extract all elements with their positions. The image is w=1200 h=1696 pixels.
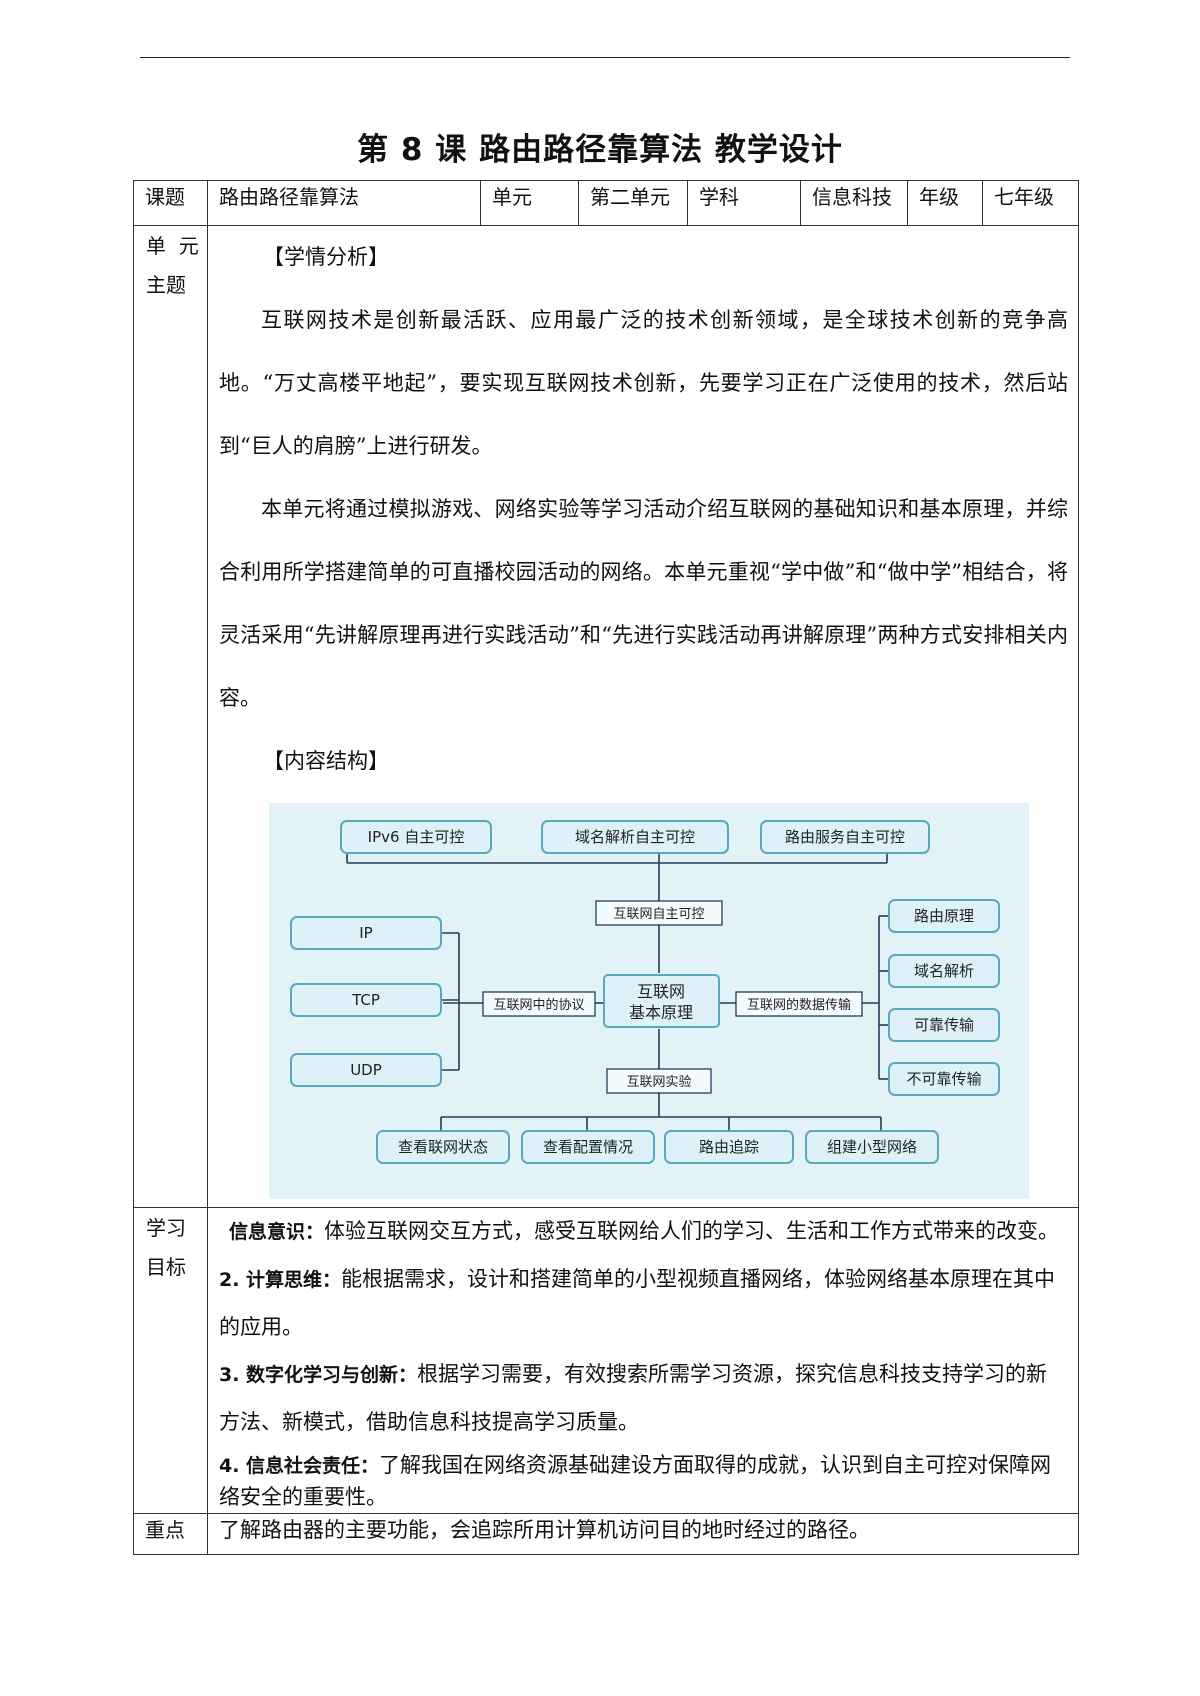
grade-value: 七年级 bbox=[982, 180, 1079, 226]
right-item: 不可靠传输 bbox=[888, 1062, 1000, 1096]
goal-1: 信息意识：体验互联网交互方式，感受互联网给人们的学习、生活和工作方式带来的改变。 bbox=[219, 1208, 1068, 1256]
diagram-connectors bbox=[346, 853, 889, 1131]
diagram-center-node: 互联网 基本原理 bbox=[603, 974, 720, 1028]
analysis-paragraph-1: 互联网技术是创新最活跃、应用最广泛的技术创新领域，是全球技术创新的竞争高地。“万… bbox=[219, 308, 1068, 458]
subject-label: 学科 bbox=[687, 180, 801, 226]
header-rule bbox=[140, 57, 1070, 58]
goals-label-line1: 学习 bbox=[146, 1216, 186, 1240]
key-point-text: 了解路由器的主要功能，会追踪所用计算机访问目的地时经过的路径。 bbox=[207, 1513, 1079, 1555]
goal-4: 4. 信息社会责任：了解我国在网络资源基础建设方面取得的成就，认识到自主可控对保… bbox=[219, 1450, 1068, 1513]
bottom-item: 查看联网状态 bbox=[376, 1130, 510, 1164]
unit-label: 单元 bbox=[480, 180, 579, 226]
goal-3-title: 3. 数字化学习与创新： bbox=[219, 1364, 418, 1386]
key-point-label: 重点 bbox=[133, 1513, 208, 1555]
content-structure-diagram: 互联网 基本原理 互联网自主可控 互联网中的协议 互联网的数据传输 bbox=[269, 803, 1029, 1199]
svg-text:路由服务自主可控: 路由服务自主可控 bbox=[785, 828, 905, 846]
svg-text:查看联网状态: 查看联网状态 bbox=[398, 1138, 488, 1156]
svg-text:不可靠传输: 不可靠传输 bbox=[906, 1070, 981, 1088]
goal-4-text: 了解我国在网络资源基础建设方面取得的成就，认识到自主可控对保障网络安全的重要性。 bbox=[219, 1453, 1052, 1509]
goals-label-line2: 目标 bbox=[146, 1255, 186, 1279]
right-item: 可靠传输 bbox=[888, 1008, 1000, 1042]
goal-2-title: 2. 计算思维： bbox=[219, 1269, 342, 1291]
hub-bottom: 互联网实验 bbox=[606, 1068, 712, 1094]
goal-3-text: 根据学习需要，有效搜索所需学习资源，探究信息科技支持学习的新方法、新模式，借助信… bbox=[219, 1362, 1048, 1434]
hub-top-label: 互联网自主可控 bbox=[613, 907, 704, 922]
svg-text:路由追踪: 路由追踪 bbox=[699, 1138, 759, 1156]
svg-text:TCP: TCP bbox=[351, 991, 380, 1009]
goal-1-text: 体验互联网交互方式，感受互联网给人们的学习、生活和工作方式带来的改变。 bbox=[324, 1219, 1060, 1243]
center-line1: 互联网 bbox=[637, 982, 685, 1001]
svg-text:查看配置情况: 查看配置情况 bbox=[543, 1138, 633, 1156]
center-line2: 基本原理 bbox=[629, 1003, 693, 1022]
svg-text:域名解析: 域名解析 bbox=[914, 962, 974, 980]
hub-top: 互联网自主可控 bbox=[595, 900, 723, 926]
unit-value: 第二单元 bbox=[578, 180, 688, 226]
analysis-paragraph-2: 本单元将通过模拟游戏、网络实验等学习活动介绍互联网的基础知识和基本原理，并综合利… bbox=[219, 497, 1068, 710]
goals-label: 学习 目标 bbox=[133, 1207, 208, 1514]
bottom-item: 路由追踪 bbox=[664, 1130, 794, 1164]
unit-theme-content: 【学情分析】 互联网技术是创新最活跃、应用最广泛的技术创新领域，是全球技术创新的… bbox=[207, 225, 1079, 1208]
goal-2-text: 能根据需求，设计和搭建简单的小型视频直播网络，体验网络基本原理在其中的应用。 bbox=[219, 1267, 1056, 1339]
top-item: 路由服务自主可控 bbox=[760, 820, 930, 854]
bottom-item: 组建小型网络 bbox=[805, 1130, 939, 1164]
left-item: UDP bbox=[290, 1053, 442, 1087]
top-item: 域名解析自主可控 bbox=[541, 820, 729, 854]
bottom-item: 查看配置情况 bbox=[521, 1130, 655, 1164]
svg-text:路由原理: 路由原理 bbox=[914, 907, 974, 925]
page-title: 第 8 课 路由路径靠算法 教学设计 bbox=[357, 132, 843, 168]
svg-text:域名解析自主可控: 域名解析自主可控 bbox=[575, 828, 695, 846]
unit-theme-row: 单 元 主题 【学情分析】 互联网技术是创新最活跃、应用最广泛的技术创新领域，是… bbox=[133, 225, 1079, 1208]
topic-value: 路由路径靠算法 bbox=[207, 180, 481, 226]
hub-left: 互联网中的协议 bbox=[482, 991, 596, 1017]
goals-content: 信息意识：体验互联网交互方式，感受互联网给人们的学习、生活和工作方式带来的改变。… bbox=[207, 1207, 1079, 1514]
goal-1-title: 信息意识： bbox=[229, 1221, 325, 1243]
goals-row: 学习 目标 信息意识：体验互联网交互方式，感受互联网给人们的学习、生活和工作方式… bbox=[133, 1207, 1079, 1514]
hub-left-label: 互联网中的协议 bbox=[493, 997, 584, 1013]
hub-right-label: 互联网的数据传输 bbox=[747, 997, 851, 1013]
analysis-heading: 【学情分析】 bbox=[263, 245, 389, 269]
left-item: IP bbox=[290, 916, 442, 950]
right-item: 域名解析 bbox=[888, 954, 1000, 988]
grade-label: 年级 bbox=[907, 180, 983, 226]
left-item: TCP bbox=[290, 983, 442, 1017]
goal-2: 2. 计算思维：能根据需求，设计和搭建简单的小型视频直播网络，体验网络基本原理在… bbox=[219, 1256, 1068, 1351]
lesson-table: 课题 路由路径靠算法 单元 第二单元 学科 信息科技 年级 七年级 单 元 主题… bbox=[133, 180, 1079, 1555]
unit-theme-label-line2: 主题 bbox=[146, 273, 186, 297]
svg-text:可靠传输: 可靠传输 bbox=[914, 1016, 974, 1034]
topic-label: 课题 bbox=[133, 180, 208, 226]
right-item: 路由原理 bbox=[888, 899, 1000, 933]
key-point-row: 重点 了解路由器的主要功能，会追踪所用计算机访问目的地时经过的路径。 bbox=[133, 1513, 1079, 1555]
svg-text:组建小型网络: 组建小型网络 bbox=[827, 1138, 917, 1156]
top-item: IPv6 自主可控 bbox=[340, 820, 492, 854]
goal-4-title: 4. 信息社会责任： bbox=[219, 1455, 380, 1477]
goal-3: 3. 数字化学习与创新：根据学习需要，有效搜索所需学习资源，探究信息科技支持学习… bbox=[219, 1351, 1068, 1446]
hub-right: 互联网的数据传输 bbox=[735, 991, 863, 1017]
unit-theme-label-line1: 单 元 bbox=[146, 234, 199, 258]
header-row: 课题 路由路径靠算法 单元 第二单元 学科 信息科技 年级 七年级 bbox=[133, 180, 1079, 226]
hub-bottom-label: 互联网实验 bbox=[626, 1074, 691, 1090]
svg-text:IP: IP bbox=[359, 924, 372, 942]
subject-value: 信息科技 bbox=[800, 180, 908, 226]
svg-text:UDP: UDP bbox=[350, 1061, 382, 1079]
svg-text:IPv6 自主可控: IPv6 自主可控 bbox=[368, 828, 465, 846]
unit-theme-label: 单 元 主题 bbox=[133, 225, 208, 1208]
structure-heading: 【内容结构】 bbox=[263, 749, 389, 773]
